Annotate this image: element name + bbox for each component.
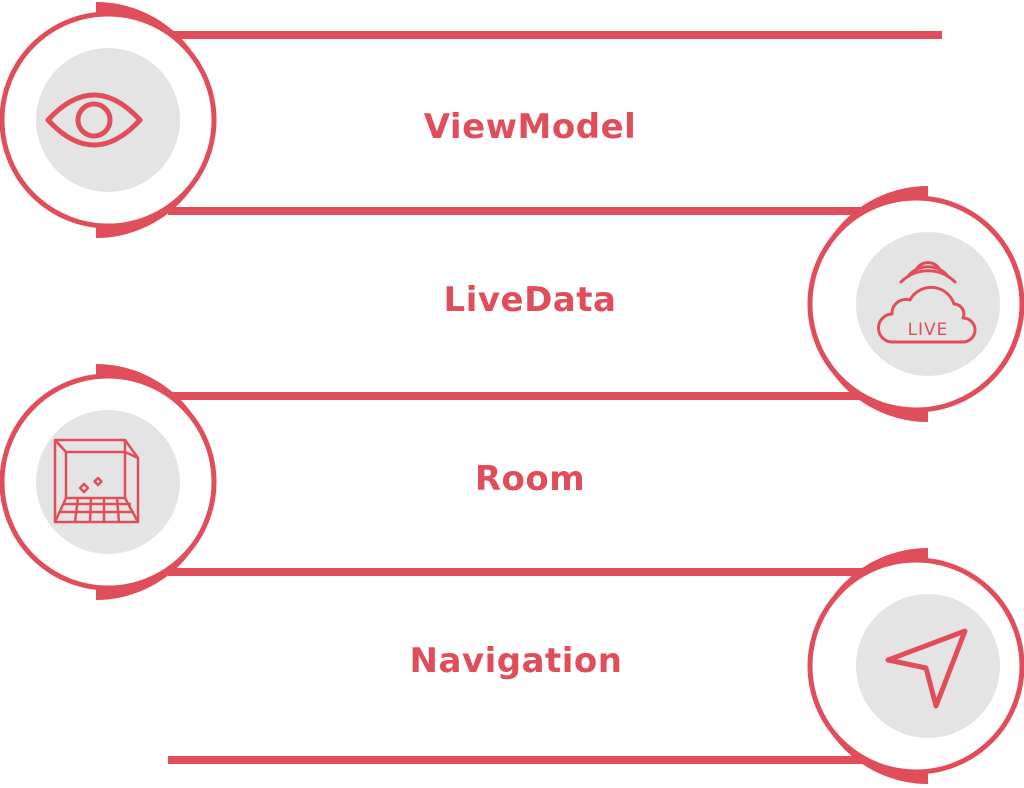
step-viewmodel-badge	[0, 2, 217, 238]
step-livedata-badge: LIVE	[807, 186, 1024, 422]
step-label-room: Room	[474, 459, 586, 499]
connector-line-top	[150, 31, 942, 39]
circle-bg-livedata	[856, 232, 1000, 376]
live-icon-text: LIVE	[908, 320, 949, 340]
eye-icon	[45, 92, 143, 148]
step-label-navigation: Navigation	[409, 641, 623, 681]
connector-line-1	[168, 207, 870, 215]
step-label-livedata: LiveData	[443, 280, 617, 320]
step-room-badge	[0, 364, 217, 600]
step-navigation-badge	[807, 548, 1024, 784]
connector-lines	[150, 31, 942, 764]
connector-line-2	[150, 392, 870, 400]
step-label-viewmodel: ViewModel	[423, 107, 637, 147]
room-icon	[53, 438, 140, 524]
connector-line-bottom	[168, 756, 870, 764]
live-cloud-icon: LIVE	[877, 261, 977, 344]
circle-bg-room	[36, 410, 180, 554]
connector-line-3	[168, 568, 870, 576]
circle-bg-navigation	[856, 594, 1000, 738]
navigation-arrow-icon	[885, 628, 968, 709]
